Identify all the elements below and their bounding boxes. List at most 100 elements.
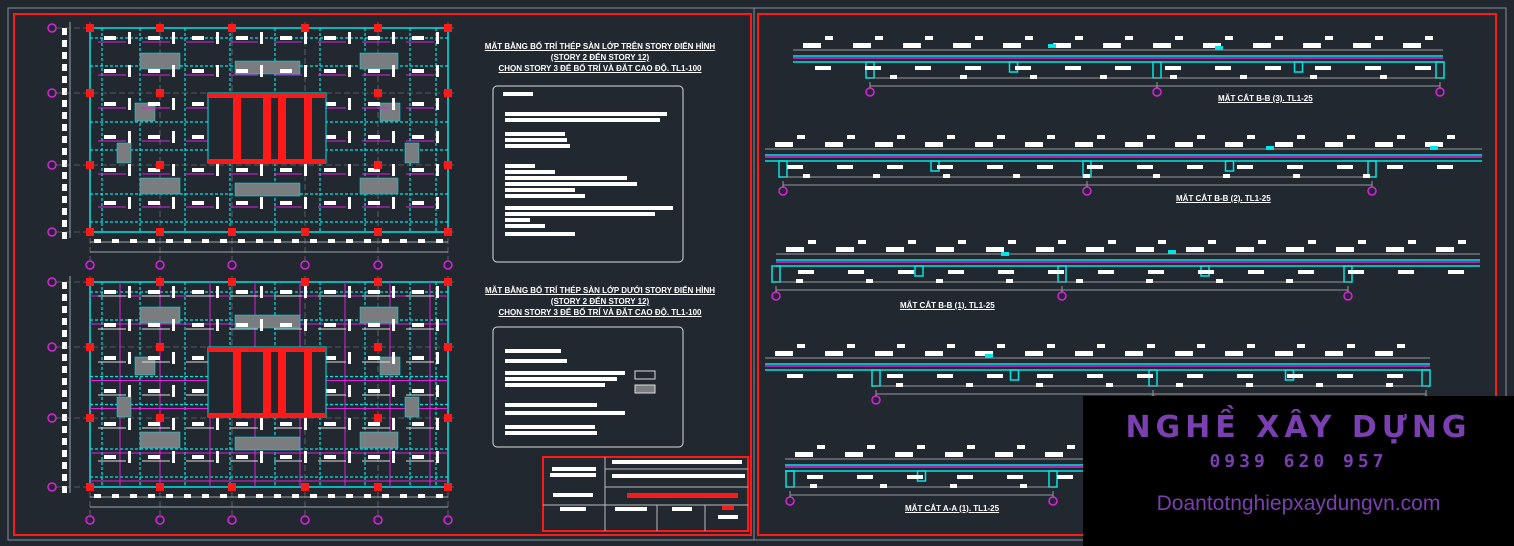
hatched-opening — [404, 142, 420, 164]
rebar-label — [1125, 36, 1133, 40]
title-block-text — [612, 474, 745, 478]
rebar-label — [1315, 66, 1331, 70]
dimension-text — [220, 494, 227, 498]
rebar-label — [128, 352, 131, 364]
lower-plan-title: MẶT BẰNG BỐ TRÍ THÉP SÀN LỚP DƯỚI STORY … — [470, 285, 730, 318]
rebar-label — [947, 135, 955, 139]
rebar-label — [128, 286, 131, 298]
legend-text — [505, 349, 561, 353]
core-wall — [208, 159, 326, 164]
rebar-label — [1215, 66, 1231, 70]
dimension-text — [1223, 174, 1230, 178]
rebar-label — [1447, 135, 1455, 139]
rebar-label — [965, 66, 981, 70]
dimension-text — [62, 342, 67, 349]
rebar-label — [798, 270, 814, 274]
rebar-label — [1437, 165, 1453, 169]
rebar-label — [280, 323, 292, 327]
rebar-label — [1265, 66, 1281, 70]
rebar-label — [324, 422, 336, 426]
dimension-text — [292, 239, 299, 243]
rebar-label — [987, 374, 1003, 378]
rebar-label — [236, 290, 248, 294]
rebar-label — [348, 418, 351, 430]
column — [86, 414, 94, 422]
rebar-label — [1247, 344, 1255, 348]
axis-bubble — [1048, 496, 1058, 506]
rebar-label — [1017, 445, 1025, 449]
legend-text — [505, 138, 567, 142]
section-label: MẶT CẮT B-B (1). TL1-25 — [900, 301, 995, 310]
axis-bubble — [871, 395, 881, 405]
rebar-label — [348, 98, 351, 110]
column — [156, 278, 164, 286]
dimension-text — [62, 76, 67, 83]
axis-bubble — [443, 260, 453, 270]
rebar-label — [304, 32, 307, 44]
rebar-label — [825, 351, 843, 356]
beam-section — [1048, 470, 1058, 488]
legend-box — [492, 85, 684, 263]
rebar-label — [945, 452, 963, 457]
rebar-label — [1187, 374, 1203, 378]
rebar-label — [898, 270, 914, 274]
rebar-label — [837, 374, 853, 378]
rebar-label — [886, 247, 904, 252]
column — [444, 278, 452, 286]
column — [444, 89, 452, 97]
legend-text — [505, 170, 555, 174]
section-marker — [1215, 46, 1223, 50]
column — [228, 24, 236, 32]
rebar-label — [348, 451, 351, 463]
legend-text — [505, 425, 595, 429]
dimension-text — [62, 378, 67, 385]
column — [156, 343, 164, 351]
dimension-text — [328, 239, 335, 243]
rebar-label — [216, 451, 219, 463]
rebar-label — [304, 286, 307, 298]
rebar-label — [172, 65, 175, 77]
rebar-label — [1203, 43, 1221, 48]
rebar-label — [260, 319, 263, 331]
rebar-label — [260, 164, 263, 176]
rebar-label — [948, 270, 964, 274]
hatched-opening — [116, 142, 132, 164]
rebar-label — [412, 422, 424, 426]
core-wall — [263, 347, 271, 417]
rebar-label — [897, 135, 905, 139]
dimension-text — [1386, 383, 1393, 387]
rebar-label — [1187, 165, 1203, 169]
column — [156, 414, 164, 422]
rebar-label — [128, 451, 131, 463]
rebar-label — [853, 43, 871, 48]
dimension-text — [148, 494, 155, 498]
dimension-text — [382, 239, 389, 243]
rebar-label — [104, 422, 116, 426]
legend-text — [505, 164, 535, 168]
rebar-label — [172, 385, 175, 397]
rebar-label — [1008, 240, 1016, 244]
rebar-label — [412, 290, 424, 294]
dimension-text — [866, 279, 873, 283]
rebar-label — [915, 66, 931, 70]
title-block-text — [560, 507, 586, 511]
hatched-opening — [234, 182, 301, 197]
dimension-text — [418, 494, 425, 498]
dimension-text — [62, 148, 67, 155]
dimension-text — [436, 494, 443, 498]
column — [86, 228, 94, 236]
rebar-label — [348, 319, 351, 331]
rebar-label — [1075, 351, 1093, 356]
rebar-label — [1007, 475, 1023, 479]
slab-outline — [89, 27, 449, 233]
rebar-label — [128, 98, 131, 110]
rebar-label — [1348, 270, 1364, 274]
rebar-label — [280, 422, 292, 426]
dimension-text — [1106, 383, 1113, 387]
rebar-label — [392, 451, 395, 463]
rebar-label — [1336, 247, 1354, 252]
rebar-label — [392, 385, 395, 397]
dimension-text — [328, 494, 335, 498]
rebar-label — [436, 164, 439, 176]
